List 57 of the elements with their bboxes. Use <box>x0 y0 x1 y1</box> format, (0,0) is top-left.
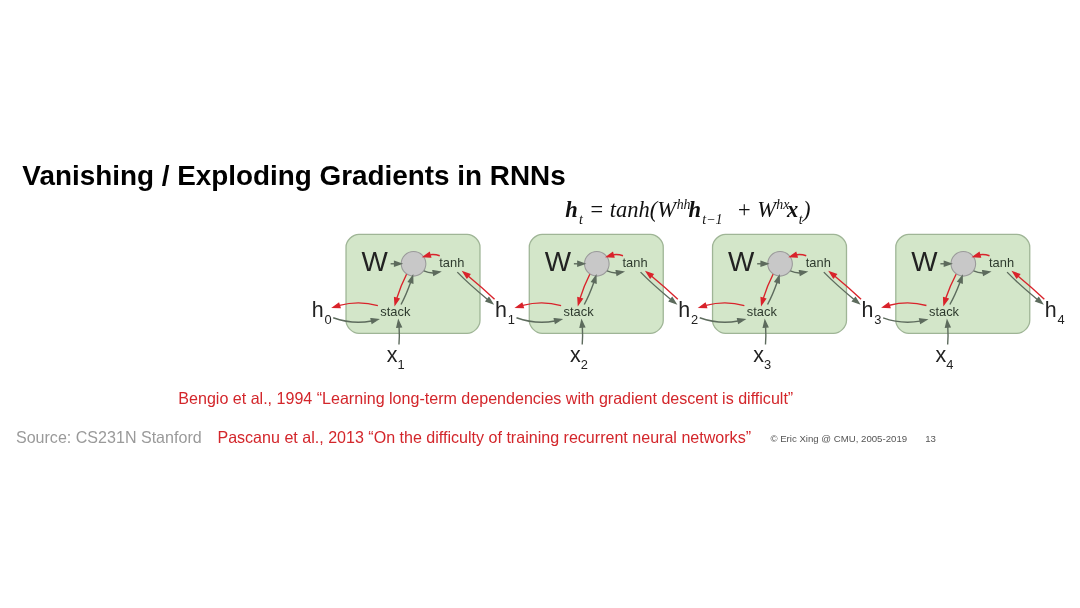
arrow <box>514 301 562 308</box>
arrow <box>577 273 591 306</box>
node-text: W <box>361 245 388 277</box>
arrow <box>766 273 780 305</box>
node-circle <box>583 250 610 277</box>
arrow <box>760 273 774 306</box>
label: 13 <box>925 432 936 444</box>
node-text: W <box>544 245 572 277</box>
cluster <box>895 233 1031 334</box>
node-text: h$_{2}$ <box>678 297 699 327</box>
arrow <box>881 301 928 308</box>
arrow <box>332 316 380 324</box>
node-text: stack <box>746 303 777 319</box>
arrow <box>395 318 403 345</box>
node-text: W <box>911 245 938 277</box>
node-text: h$_{1}$ <box>494 297 516 327</box>
cluster <box>345 233 481 334</box>
label: © Eric Xing @ CMU, 2005-2019 <box>770 432 908 444</box>
arrow <box>515 316 564 324</box>
arrow <box>697 301 746 308</box>
node-circle <box>950 250 977 277</box>
arrow <box>942 273 957 306</box>
diagram-title: Vanishing / Exploding Gradients in RNNs <box>22 159 566 191</box>
arrow <box>400 273 414 305</box>
node-text: x$_{2}$ <box>570 342 588 372</box>
node-text: tanh <box>622 254 648 270</box>
cluster <box>528 233 664 334</box>
cluster <box>711 233 848 334</box>
node-text: h$_{3}$ <box>861 297 882 327</box>
arrow <box>944 318 952 345</box>
node-text: x$_{3}$ <box>753 342 772 372</box>
label: Bengio et al., 1994 “Learning long-term dependencies with gradient descent is difficult” <box>178 388 794 407</box>
node-text: h$_{0}$ <box>311 297 332 327</box>
node-circle <box>767 250 793 277</box>
node-text: stack <box>929 303 960 319</box>
node-circle <box>400 250 427 277</box>
node-text: h$_{4}$ <box>1044 297 1065 327</box>
arrow <box>971 251 991 258</box>
label: Source: CS231N Stanford <box>15 427 202 446</box>
arrow <box>606 269 626 276</box>
label: h$_{t}$ = tanh(W$^{hh}$h$_{t−1}$ + W$^{hx}$x$_{t}$) <box>565 196 811 227</box>
label: Pascanu et al., 2013 “On the difficulty of training recurrent neural networks” <box>217 427 752 446</box>
arrow <box>423 269 442 276</box>
arrow <box>882 316 929 324</box>
node-text: tanh <box>989 254 1015 270</box>
node-text: stack <box>380 303 411 319</box>
arrow <box>331 301 379 308</box>
arrow <box>949 273 963 305</box>
arrow <box>393 273 408 306</box>
node-text: W <box>728 245 755 277</box>
node-text: tanh <box>805 254 831 270</box>
node-text: x$_{4}$ <box>935 342 954 372</box>
node-text: stack <box>563 303 594 319</box>
arrow <box>583 273 597 305</box>
node-text: tanh <box>439 254 465 270</box>
node-text: x$_{1}$ <box>386 342 405 372</box>
arrow <box>699 316 747 324</box>
